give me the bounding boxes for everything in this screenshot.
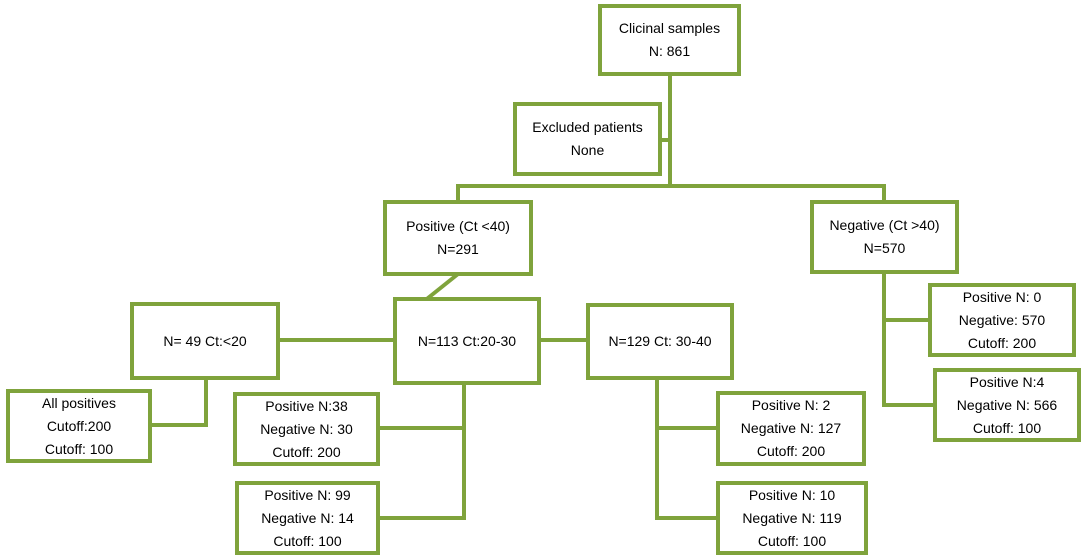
connector-positive-to-2030 [425,271,461,301]
ct20-30-cutoff200-positive: Positive N:38 [265,397,348,414]
group-ct-20-30-box: N=113 Ct:20-30 [393,297,541,385]
positive-box: Positive (Ct <40) N=291 [383,200,533,276]
lt20-result-line2: Cutoff:200 [46,417,112,434]
lt20-result-line3: Cutoff: 100 [44,440,114,457]
clinical-samples-count: N: 861 [648,43,691,59]
ct20-30-cutoff100-box: Positive N: 99 Negative N: 14 Cutoff: 10… [235,481,380,555]
negative-cutoff200-positive: Positive N: 0 [962,288,1042,305]
lt20-result-box: All positives Cutoff:200 Cutoff: 100 [6,389,152,463]
negative-cutoff100-negative: Negative N: 566 [956,396,1058,413]
positive-title: Positive (Ct <40) [406,218,510,234]
clinical-samples-box: Clicinal samples N: 861 [598,4,741,76]
ct30-40-cutoff200-positive: Positive N: 2 [751,397,831,413]
negative-count: N=570 [863,240,906,256]
clinical-samples-title: Clicinal samples [618,20,721,36]
group-ct-lt20-label: N= 49 Ct:<20 [163,332,247,349]
excluded-patients-title: Excluded patients [532,119,643,135]
ct30-40-cutoff200-negative: Negative N: 127 [740,420,842,436]
ct20-30-cutoff100-cutoff: Cutoff: 100 [273,532,342,549]
excluded-patients-box: Excluded patients None [513,102,662,176]
group-ct-lt20-box: N= 49 Ct:<20 [130,302,280,380]
excluded-patients-value: None [570,142,605,158]
ct20-30-cutoff200-negative: Negative N: 30 [260,420,353,437]
ct30-40-cutoff200-cutoff: Cutoff: 200 [756,443,826,459]
ct20-30-cutoff200-box: Positive N:38 Negative N: 30 Cutoff: 200 [233,392,380,466]
group-ct-30-40-label: N=129 Ct: 30-40 [608,333,712,349]
ct30-40-cutoff100-cutoff: Cutoff: 100 [757,532,827,549]
ct30-40-cutoff100-box: Positive N: 10 Negative N: 119 Cutoff: 1… [716,481,868,555]
ct30-40-cutoff100-negative: Negative N: 119 [742,509,842,526]
negative-cutoff200-box: Positive N: 0 Negative: 570 Cutoff: 200 [928,283,1076,357]
group-ct-20-30-label: N=113 Ct:20-30 [417,332,517,349]
negative-cutoff100-cutoff: Cutoff: 100 [972,419,1042,436]
negative-box: Negative (Ct >40) N=570 [810,200,959,274]
ct30-40-cutoff100-positive: Positive N: 10 [748,486,836,503]
ct20-30-cutoff100-positive: Positive N: 99 [264,486,351,503]
positive-count: N=291 [437,241,479,257]
ct20-30-cutoff200-cutoff: Cutoff: 200 [272,443,341,460]
negative-cutoff100-box: Positive N:4 Negative N: 566 Cutoff: 100 [933,368,1081,442]
negative-title: Negative (Ct >40) [829,217,940,233]
ct30-40-cutoff200-box: Positive N: 2 Negative N: 127 Cutoff: 20… [716,391,866,466]
negative-cutoff200-cutoff: Cutoff: 200 [967,334,1037,351]
negative-cutoff100-positive: Positive N:4 [969,373,1045,390]
ct20-30-cutoff100-negative: Negative N: 14 [261,509,354,526]
lt20-result-line1: All positives [42,394,116,411]
negative-cutoff200-negative: Negative: 570 [958,311,1046,328]
group-ct-30-40-box: N=129 Ct: 30-40 [586,303,734,380]
